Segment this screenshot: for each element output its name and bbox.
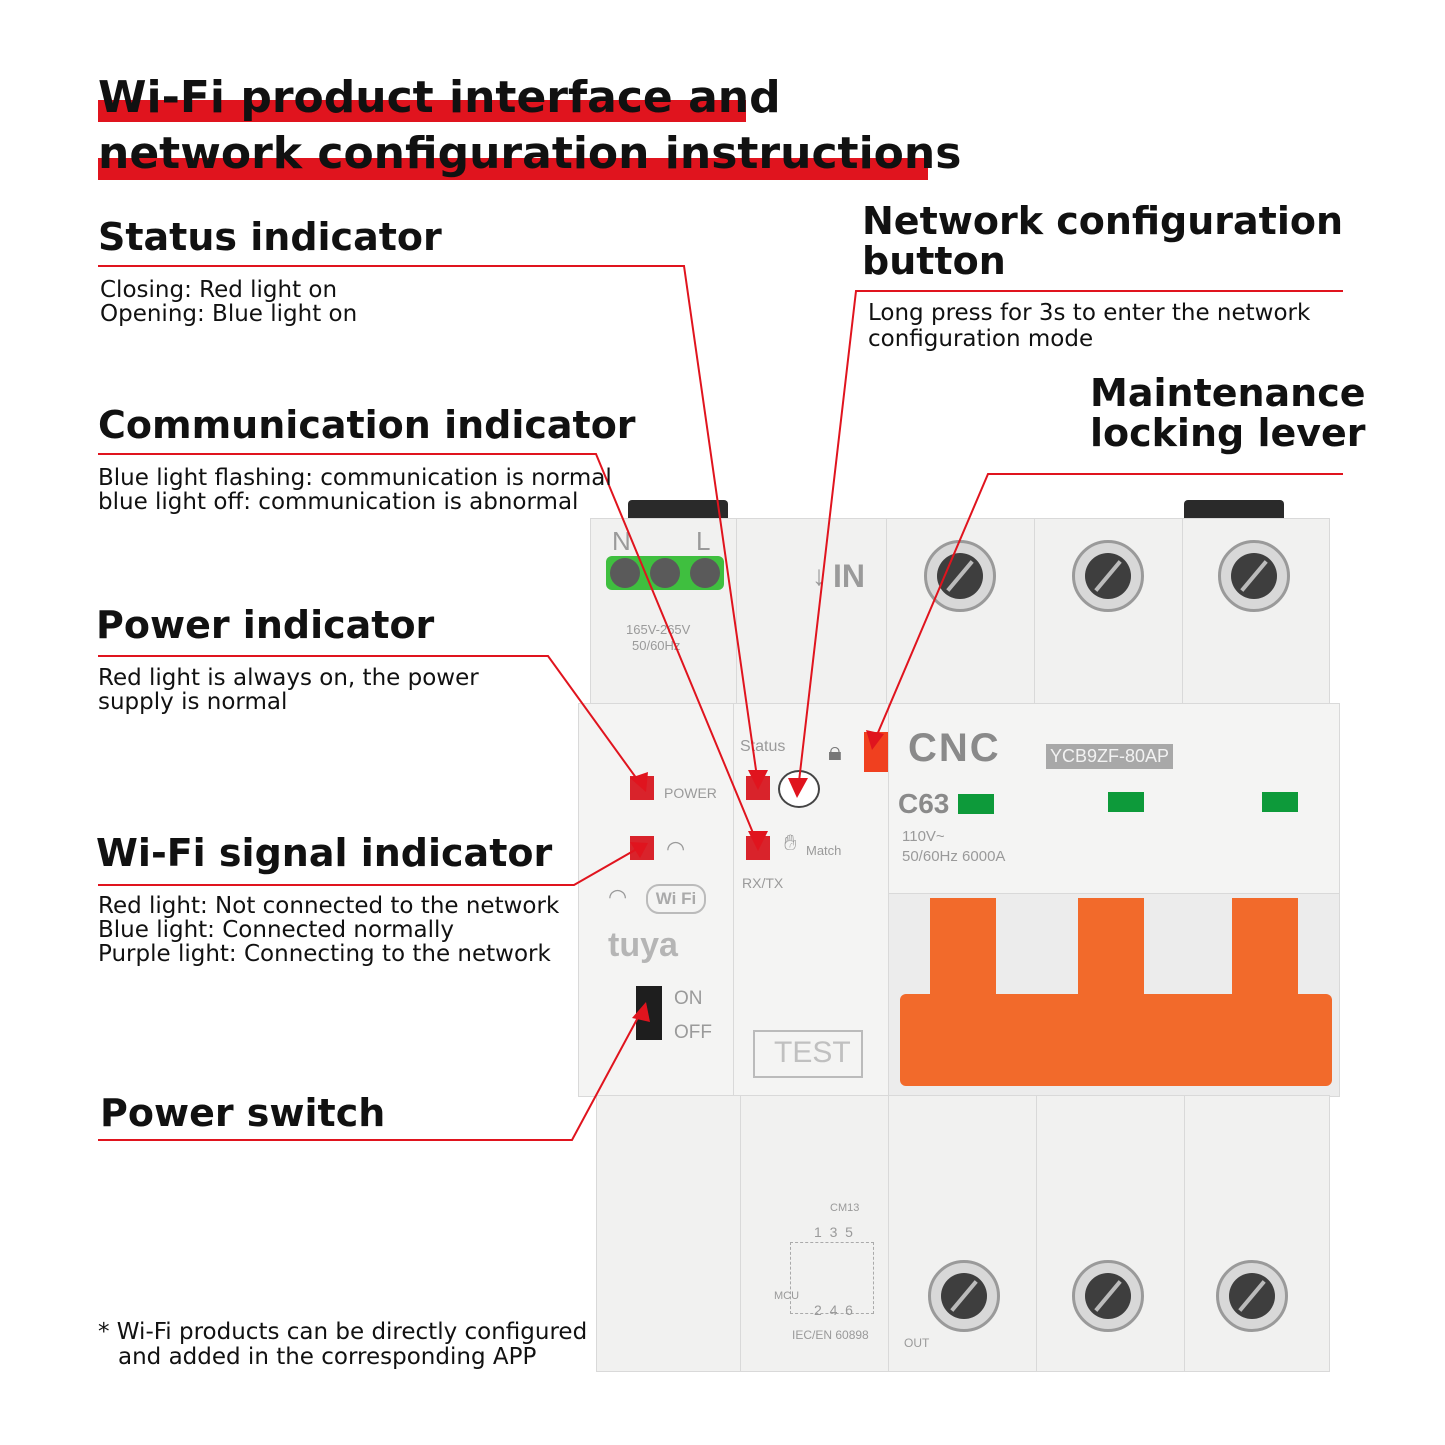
mcu-label: MCU — [774, 1290, 800, 1302]
arrowhead-power-switch — [632, 1002, 650, 1022]
wifi-module-top — [590, 518, 738, 710]
terminal-l-label: L — [696, 526, 711, 556]
callout-line-wifi — [98, 845, 643, 886]
wifi-indicator-heading: Wi-Fi signal indicator — [96, 831, 553, 875]
wifi-signal-icon: ◠ — [666, 836, 686, 861]
terminal-screw-1 — [610, 558, 640, 588]
callout-line-lever — [873, 473, 1343, 743]
status-desc-line-1: Closing: Red light on — [100, 277, 338, 303]
indicator-window-1 — [958, 794, 994, 814]
wifi-desc-line-3: Purple light: Connecting to the network — [98, 941, 551, 967]
wifi-module-bottom — [596, 1095, 742, 1372]
lever-heading-line-2: locking lever — [1090, 411, 1366, 455]
din-clip-right — [1184, 500, 1284, 522]
power-desc-line-1: Red light is always on, the power — [98, 665, 479, 691]
terminal-screw-3 — [690, 558, 720, 588]
indicator-window-2 — [1108, 792, 1144, 812]
din-clip-left — [628, 500, 728, 522]
power-led-label: POWER — [664, 785, 717, 801]
tuya-logo: tuya — [608, 926, 678, 964]
title-bar-1 — [98, 100, 746, 122]
title-bar-2 — [98, 158, 928, 180]
on-label: ON — [674, 988, 703, 1009]
top-poles-label: 1 3 5 — [814, 1224, 853, 1240]
callout-line-power — [98, 655, 643, 787]
communication-desc-line-1: Blue light flashing: communication is no… — [98, 465, 612, 491]
wiring-diagram — [790, 1242, 874, 1314]
arrowhead-status — [748, 770, 768, 790]
power-switch-heading: Power switch — [100, 1091, 386, 1135]
spec-rating: 50/60Hz 6000A — [902, 848, 1006, 865]
match-label: Match — [806, 843, 842, 858]
wifi-badge: Wi Fi — [646, 884, 706, 914]
model-badge: YCB9ZF-80AP — [1046, 744, 1174, 769]
cm-label: CM13 — [830, 1202, 860, 1214]
terminal-screw-2 — [650, 558, 680, 588]
terminal-n-label: N — [612, 526, 631, 556]
communication-indicator-heading: Communication indicator — [98, 403, 636, 447]
network-button-heading-line-1: Network configuration — [862, 199, 1344, 243]
lock-icon: 🔒︎ — [828, 736, 842, 766]
test-button[interactable] — [753, 1030, 863, 1078]
screw-top-2 — [1072, 540, 1144, 612]
network-desc-line-2: configuration mode — [868, 326, 1094, 352]
callout-line-power-switch — [98, 1009, 643, 1141]
arrowhead-communication — [748, 831, 768, 851]
lever-heading-line-1: Maintenance — [1090, 371, 1366, 415]
standard-label: IEC/EN 60898 — [792, 1328, 869, 1342]
wifi-desc-line-2: Blue light: Connected normally — [98, 917, 454, 943]
arrowhead-power — [630, 772, 648, 792]
rxtx-label: RX/TX — [742, 875, 784, 891]
network-desc-line-1: Long press for 3s to enter the network — [868, 300, 1311, 326]
screw-bottom-1 — [928, 1260, 1000, 1332]
screw-top-1 — [924, 540, 996, 612]
footnote-line-1: * Wi-Fi products can be directly configu… — [98, 1319, 588, 1345]
status-desc-line-2: Opening: Blue light on — [100, 301, 358, 327]
arrowhead-wifi — [630, 842, 648, 858]
brand-logo: CNC — [908, 726, 1001, 770]
footnote-line-2: and added in the corresponding APP — [118, 1344, 537, 1370]
network-button-heading-line-2: button — [862, 239, 1006, 283]
breaker-device: N L 165V-265V 50/60Hz IN ↓ POWER ◠ ◠ Wi … — [578, 500, 1343, 1380]
off-label: OFF — [674, 1022, 712, 1043]
voltage-label: 165V-265V — [626, 622, 691, 637]
arrowhead-lever — [866, 730, 884, 750]
page-title-line-2: network configuration instructions — [98, 128, 962, 179]
power-indicator-heading: Power indicator — [96, 603, 435, 647]
status-indicator-heading: Status indicator — [98, 215, 442, 259]
callout-line-communication — [98, 453, 759, 846]
indicator-window-3 — [1262, 792, 1298, 812]
callout-line-network — [797, 290, 1343, 791]
wifi-desc-line-1: Red light: Not connected to the network — [98, 893, 560, 919]
page-title-line-1: Wi-Fi product interface and — [98, 72, 781, 123]
communication-desc-line-2: blue light off: communication is abnorma… — [98, 489, 579, 515]
rcd-module-bottom — [740, 1095, 890, 1372]
wifi-badge-fi: Fi — [681, 889, 697, 908]
freq-label: 50/60Hz — [632, 638, 681, 653]
spec-voltage: 110V~ — [902, 828, 945, 845]
arrowhead-network — [788, 778, 808, 798]
test-label: TEST — [774, 1036, 851, 1069]
wifi-badge-wi: Wi — [655, 889, 677, 908]
handle-tie-bar[interactable] — [900, 994, 1332, 1086]
rating-label: C63 — [898, 788, 950, 819]
bottom-poles-label: 2 4 6 — [814, 1302, 853, 1318]
hand-icon: ✋︎ — [784, 830, 797, 855]
out-label: OUT — [904, 1336, 930, 1350]
screw-top-3 — [1218, 540, 1290, 612]
wifi-badge-icon: ◠ — [608, 884, 628, 909]
callout-line-status — [98, 265, 759, 785]
screw-bottom-3 — [1216, 1260, 1288, 1332]
power-desc-line-2: supply is normal — [98, 689, 288, 715]
screw-bottom-2 — [1072, 1260, 1144, 1332]
in-label: IN — [833, 558, 865, 594]
